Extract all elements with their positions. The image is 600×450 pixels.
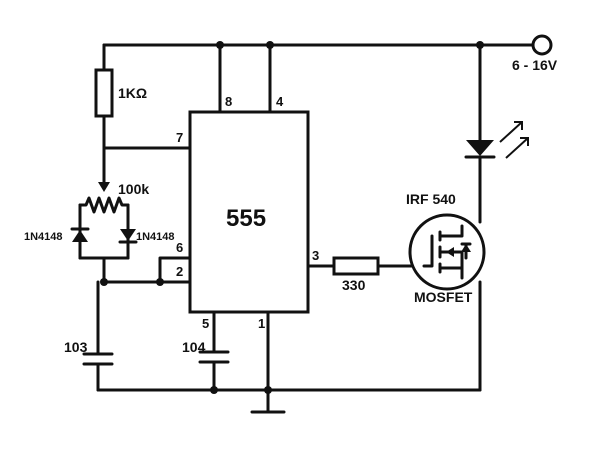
node-dot-led	[476, 41, 484, 49]
potentiometer-100k	[78, 196, 130, 214]
supply-voltage-label: 6 - 16V	[512, 57, 558, 73]
diode-right-label: 1N4148	[136, 231, 175, 243]
node-dot-pin6	[156, 278, 164, 286]
pin-3-label: 3	[312, 248, 319, 263]
diode-left-label: 1N4148	[24, 231, 63, 243]
node-dot-pin4	[266, 41, 274, 49]
mosfet-part-label: IRF 540	[406, 191, 456, 207]
pin-2-label: 2	[176, 264, 183, 279]
node-dot-pin8	[216, 41, 224, 49]
capacitor-104-label: 104	[182, 339, 206, 355]
mosfet-diode-triangle	[461, 244, 471, 252]
node-dot-pin2	[100, 278, 108, 286]
resistor-330-label: 330	[342, 277, 366, 293]
pin-8-label: 8	[225, 94, 232, 109]
diode-1n4148-right	[120, 229, 136, 241]
diode-1n4148-left	[72, 230, 88, 242]
mosfet-gate	[422, 234, 434, 268]
mosfet-arrow	[446, 247, 454, 257]
ic-555-label: 555	[226, 205, 266, 232]
ic-555-body	[188, 110, 310, 314]
pin-6-label: 6	[176, 240, 183, 255]
led-light-arrow-1	[499, 121, 523, 143]
pot-100k-label: 100k	[118, 181, 149, 197]
pin6-link-wire	[158, 256, 192, 284]
capacitor-103-label: 103	[64, 339, 88, 355]
led-light-arrow-2	[505, 137, 529, 159]
resistor-330	[332, 256, 380, 276]
pin-5-label: 5	[202, 316, 209, 331]
pin-4-label: 4	[276, 94, 284, 109]
pin-7-label: 7	[176, 130, 183, 145]
resistor-1k	[94, 68, 114, 118]
pin-1-label: 1	[258, 316, 265, 331]
node-dot-c104	[210, 386, 218, 394]
led	[466, 140, 494, 156]
resistor-1k-label: 1KΩ	[118, 85, 147, 101]
node-dot-ground	[264, 386, 272, 394]
mosfet-type-label: MOSFET	[414, 289, 473, 305]
supply-terminal	[531, 34, 553, 56]
pot-wiper-arrow	[98, 182, 110, 192]
